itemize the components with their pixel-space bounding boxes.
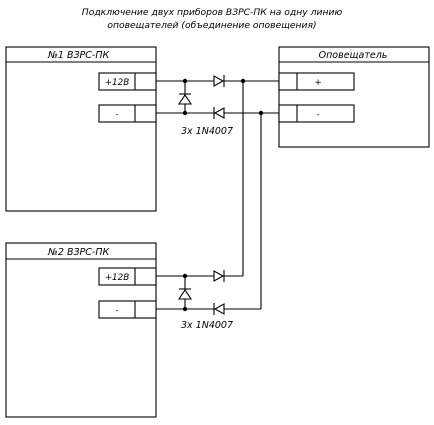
junction-dot	[182, 273, 188, 279]
device-1-block: №1 ВЗРС-ПК +12В -	[5, 46, 157, 212]
diode-2-minus	[213, 303, 225, 315]
diode-1-plus	[213, 75, 225, 87]
device-1-frame	[5, 46, 157, 212]
junction-dot	[258, 110, 264, 116]
device-1-terminal-minus-label: -	[115, 110, 118, 120]
device-1-terminal-plus-label: +12В	[105, 78, 130, 88]
device-2-terminal-minus	[98, 300, 157, 319]
diode-1-vertical	[177, 93, 193, 105]
diode-group-1-note: 3х 1N4007	[181, 126, 233, 137]
annunciator-frame	[278, 46, 430, 148]
diagram-title-line2: оповещателей (объединение оповещения)	[107, 20, 316, 31]
device-2-label: №2 ВЗРС-ПК	[47, 247, 110, 258]
junction-dot	[182, 306, 188, 312]
junction-dots	[182, 78, 264, 312]
junction-dot	[182, 110, 188, 116]
diode-1-minus-body	[213, 107, 225, 119]
annunciator-label: Оповещатель	[319, 50, 388, 61]
diode-1-vertical-body	[177, 94, 193, 105]
junction-dot	[182, 78, 188, 84]
diode-2-vertical-body	[177, 289, 193, 300]
wires-device-2	[156, 275, 261, 310]
diode-group-1: 3х 1N4007	[177, 75, 233, 137]
device-2-terminal-minus-label: -	[115, 306, 118, 316]
diode-2-plus-body	[213, 270, 225, 282]
annunciator-terminal-plus-label: +	[314, 78, 321, 88]
annunciator-block: Оповещатель + -	[278, 46, 430, 148]
device-1-label: №1 ВЗРС-ПК	[47, 50, 110, 61]
junction-dot	[240, 78, 246, 84]
diode-group-2: 3х 1N4007	[177, 270, 233, 331]
diagram-title-line1: Подключение двух приборов ВЗРС-ПК на одн…	[82, 7, 343, 18]
diode-2-minus-body	[213, 303, 225, 315]
device-2-terminal-plus-label: +12В	[105, 273, 130, 283]
diode-1-plus-body	[213, 75, 225, 87]
wires-device-1	[156, 80, 279, 114]
diode-group-2-note: 3х 1N4007	[181, 320, 233, 331]
device-1-terminal-minus	[98, 104, 157, 123]
diode-2-vertical	[177, 288, 193, 300]
diode-1-minus	[213, 107, 225, 119]
device-2-block: №2 ВЗРС-ПК +12В -	[5, 242, 157, 418]
annunciator-terminal-minus-label: -	[316, 110, 319, 120]
diode-2-plus	[213, 270, 225, 282]
